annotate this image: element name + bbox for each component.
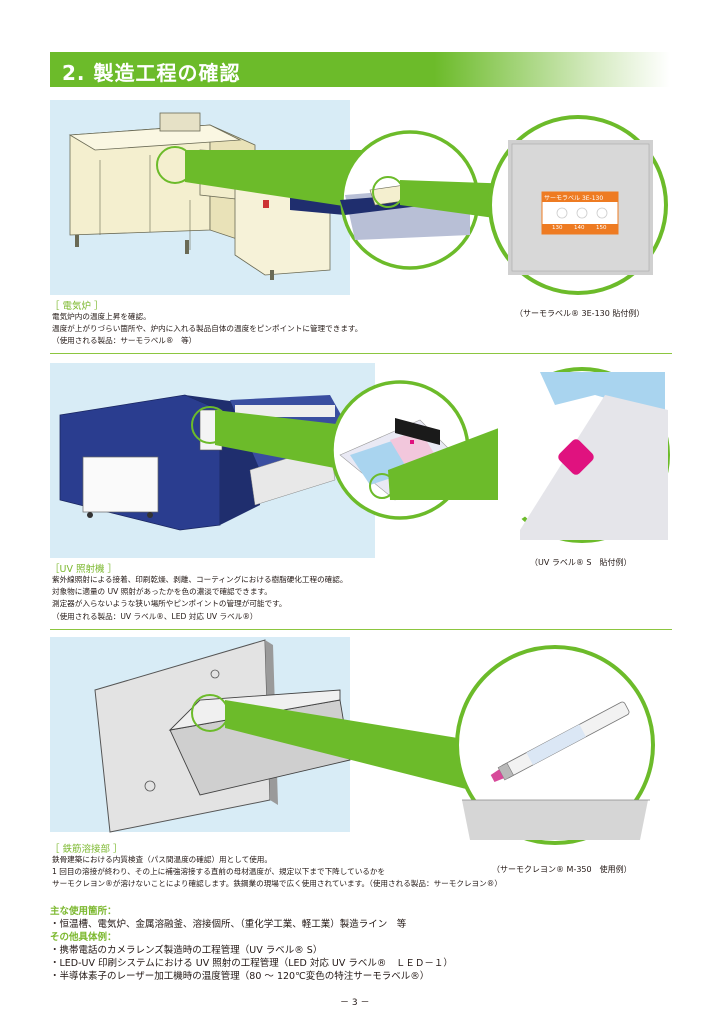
example-item: ・携帯電話のカメラレンズ製造時の工程管理（UV ラベル® S）: [50, 945, 323, 956]
usage-summary: 主な使用箇所： ・恒温槽、電気炉、金属溶融釜、溶接個所、（重化学工業、軽工業）製…: [50, 905, 670, 983]
caption-welding: （サーモクレヨン® M-350 使用例）: [492, 865, 632, 874]
welding-illustration: [50, 637, 655, 845]
page-title: 2. 製造工程の確認: [62, 61, 241, 85]
section-desc-furnace: 電気炉内の温度上昇を確認。 温度が上がりづらい箇所や、炉内に入れる製品自体の温度…: [52, 311, 362, 348]
thermolabel-code: 3E-130: [581, 195, 604, 202]
divider: [50, 629, 672, 630]
section-desc-welding: 鉄骨建築における内質検査（パス間温度の確認）用として使用。 1 回目の溶接が終わ…: [52, 854, 502, 891]
thermolabel-name: サーモラベル: [544, 195, 581, 202]
thermolabel-title: サーモラベル 3E-130: [544, 193, 603, 202]
desc-line: 紫外線照射による接着、印刷乾燥、剥離、コーティングにおける樹脂硬化工程の確認。: [52, 575, 348, 584]
divider: [50, 353, 672, 354]
desc-line: （使用される製品：UV ラベル®、LED 対応 UV ラベル®）: [52, 611, 258, 621]
desc-line: 温度が上がりづらい箇所や、炉内に入れる製品自体の温度をピンポイントに管理できます…: [52, 324, 363, 334]
section-header-bar: 2. 製造工程の確認: [50, 52, 670, 87]
thermolabel-temp: 130: [552, 225, 563, 231]
desc-line: （使用される製品：サーモラベル® 等）: [52, 336, 197, 346]
section-label-furnace: ［ 電気炉 ］: [50, 301, 104, 312]
usage-heading: 主な使用箇所：: [50, 906, 117, 917]
desc-line: サーモクレヨン®が溶けないことにより確認します。鉄鋼業の現場で広く使用されていま…: [52, 879, 502, 889]
section-label-uv: ［UV 照射機 ］: [50, 564, 117, 575]
desc-line: 1 回目の溶接が終わり、その上に補強溶接する直前の母材温度が、規定以下まで下降し…: [52, 867, 386, 877]
example-item: ・LED-UV 印刷システムにおける UV 照射の工程管理（LED 対応 UV …: [50, 958, 453, 969]
furnace-illustration: [50, 100, 668, 295]
usage-line: ・恒温槽、電気炉、金属溶融釜、溶接個所、（重化学工業、軽工業）製造ライン 等: [50, 919, 407, 930]
caption-uv: （UV ラベル® S 貼付例）: [530, 558, 632, 567]
desc-line: 測定器が入らないような狭い場所やピンポイントの管理が可能です。: [52, 599, 287, 609]
desc-line: 対象物に適量の UV 照射があったかを色の濃淡で確認できます。: [52, 587, 272, 597]
page-number: － 3 －: [340, 998, 370, 1008]
desc-line: 電気炉内の温度上昇を確認。: [52, 312, 151, 321]
example-item: ・半導体素子のレーザー加工機時の温度管理（80 ～ 120℃変色の特注サーモラベ…: [50, 971, 430, 982]
uv-illustration: [50, 363, 670, 558]
thermolabel-temp: 140: [574, 225, 585, 231]
desc-line: 鉄骨建築における内質検査（パス間温度の確認）用として使用。: [52, 855, 272, 864]
caption-furnace: （サーモラベル® 3E-130 貼付例）: [515, 309, 645, 318]
section-desc-uv: 紫外線照射による接着、印刷乾燥、剥離、コーティングにおける樹脂硬化工程の確認。 …: [52, 574, 347, 623]
examples-heading: その他具体例：: [50, 932, 117, 943]
section-label-welding: ［ 鉄筋溶接部 ］: [50, 844, 123, 855]
thermolabel-temp: 150: [596, 225, 607, 231]
